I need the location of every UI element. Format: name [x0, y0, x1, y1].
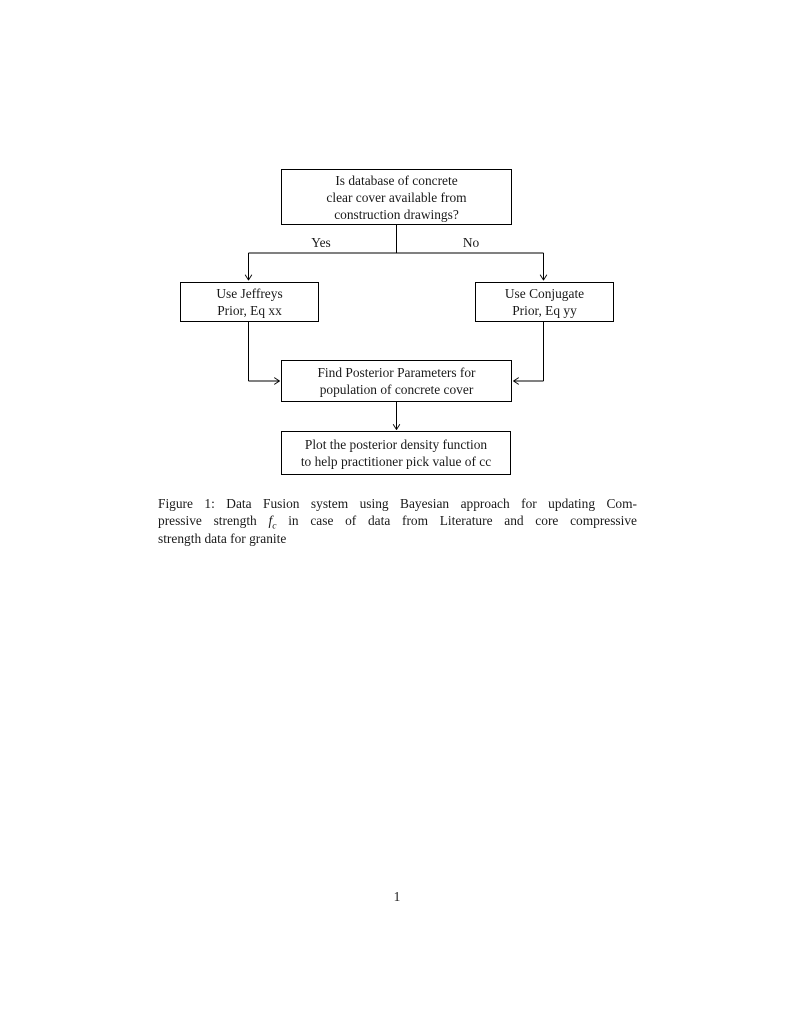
- flowchart-node-conjugate-prior: Use Conjugate Prior, Eq yy: [475, 282, 614, 322]
- node-question-line: construction drawings?: [334, 206, 459, 222]
- caption-math-fc: fc: [268, 513, 277, 532]
- node-posterior-line: Find Posterior Parameters for: [317, 365, 476, 380]
- caption-line2-post: in case of data from Literature and core…: [276, 513, 637, 529]
- flowchart-node-jeffreys-prior: Use Jeffreys Prior, Eq xx: [180, 282, 319, 322]
- node-plot-line: Plot the posterior density function: [304, 437, 488, 452]
- caption-line-1: Figure 1: Data Fusion system using Bayes…: [158, 496, 637, 511]
- edge-label-yes: Yes: [311, 235, 331, 250]
- page-number: 1: [393, 889, 401, 904]
- flowchart-node-question: Is database of concrete clear cover avai…: [281, 169, 512, 225]
- node-conjugate-line: Prior, Eq yy: [512, 303, 577, 318]
- caption-line-2: pressive strength fc in case of data fro…: [158, 512, 637, 532]
- node-conjugate-line: Use Conjugate: [504, 286, 585, 301]
- node-question-line: Is database of concrete: [335, 172, 458, 188]
- node-posterior-line: population of concrete cover: [319, 382, 474, 397]
- node-plot-line: to help practitioner pick value of cc: [300, 454, 492, 469]
- flowchart-node-posterior-parameters: Find Posterior Parameters for population…: [281, 360, 512, 402]
- edge-label-no: No: [462, 235, 480, 250]
- caption-line-3: strength data for granite: [158, 530, 287, 546]
- figure-caption: Figure 1: Data Fusion system using Bayes…: [158, 495, 637, 547]
- node-jeffreys-line: Use Jeffreys: [216, 286, 283, 301]
- node-jeffreys-line: Prior, Eq xx: [217, 303, 282, 318]
- caption-line2-pre: pressive strength: [158, 513, 269, 529]
- flowchart-node-plot-density: Plot the posterior density function to h…: [281, 431, 511, 475]
- node-question-line: clear cover available from: [326, 189, 467, 205]
